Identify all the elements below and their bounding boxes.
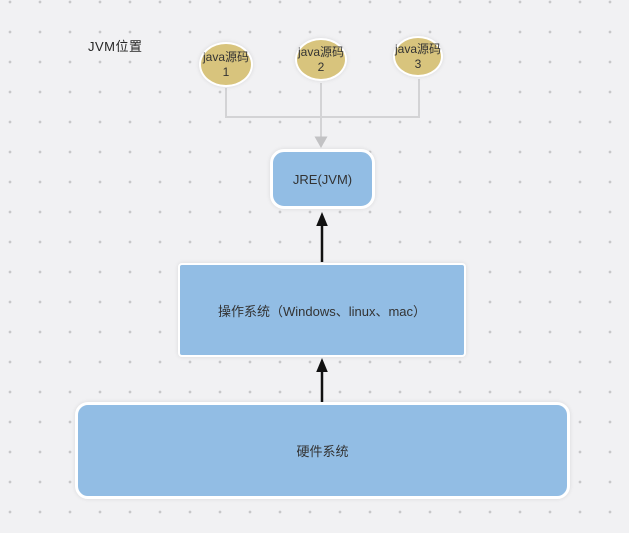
node-label: 硬件系统 [296, 444, 349, 459]
diagram-title: JVM位置 [88, 39, 143, 54]
node-hardware-system[interactable]: 硬件系统 [75, 402, 570, 499]
gray-arrowhead-icon [314, 136, 328, 148]
node-operating-system[interactable]: 操作系统（Windows、linux、mac） [178, 263, 466, 357]
arrow-os-to-jre [316, 212, 328, 262]
node-label: java源码2 [297, 44, 344, 74]
node-label: java源码3 [395, 41, 442, 71]
black-arrowhead-icon [316, 358, 328, 372]
black-arrowhead-icon [316, 212, 328, 226]
node-label: JRE(JVM) [292, 171, 353, 187]
arrow-hardware-to-os [316, 358, 328, 402]
connector-sources-to-jre [225, 79, 420, 148]
node-java-source-1[interactable]: java源码1 [199, 42, 253, 87]
node-jre-jvm[interactable]: JRE(JVM) [270, 149, 375, 209]
node-label: java源码1 [202, 49, 249, 79]
node-java-source-3[interactable]: java源码3 [393, 36, 443, 77]
node-java-source-2[interactable]: java源码2 [295, 38, 347, 81]
node-label: 操作系统（Windows、linux、mac） [217, 303, 427, 319]
